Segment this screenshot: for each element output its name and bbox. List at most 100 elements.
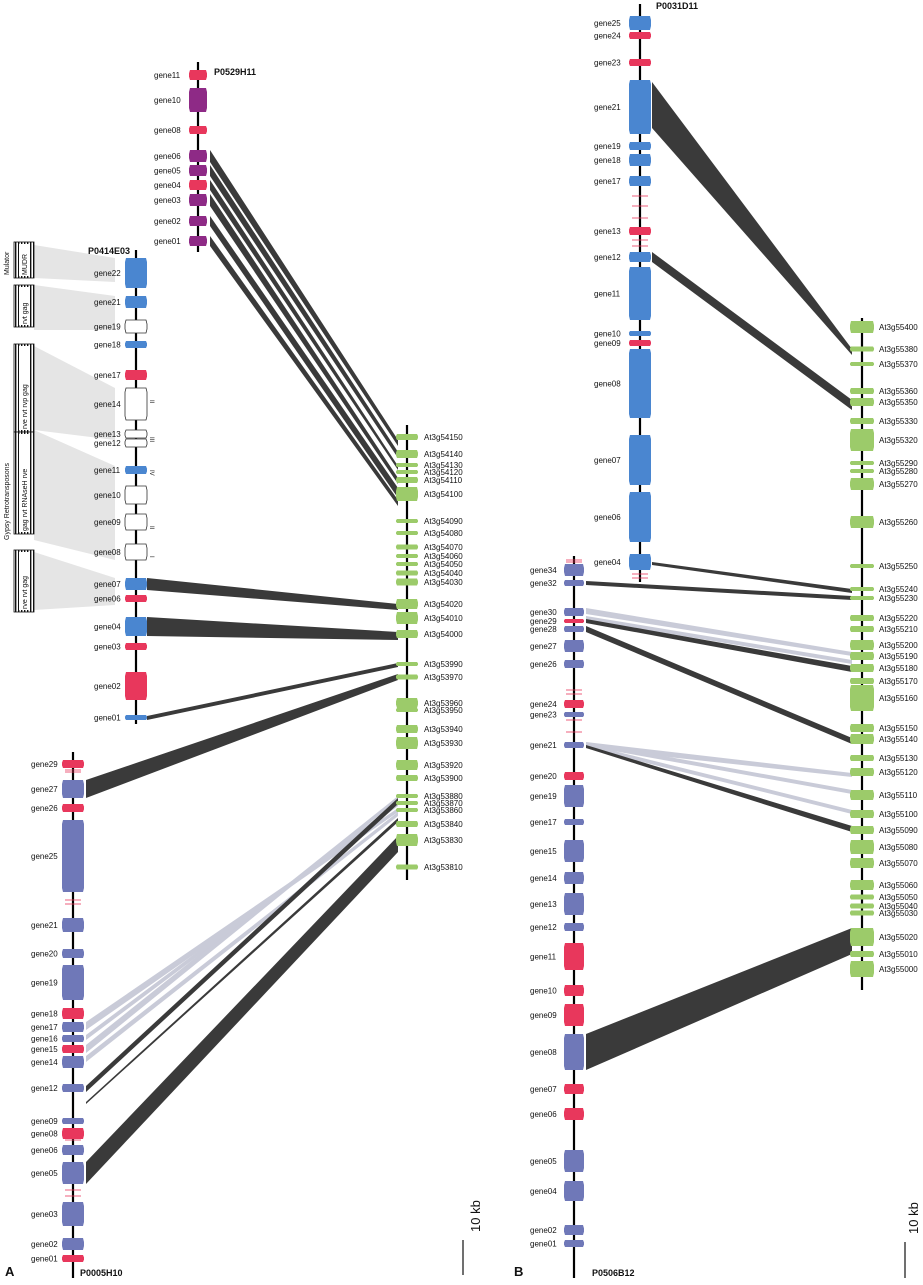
arabidopsis-label: At3g55130 bbox=[879, 754, 918, 763]
te-box-label: rve rvt rvp gag bbox=[22, 384, 29, 429]
gene-label: gene11 bbox=[154, 71, 181, 80]
synteny-link bbox=[652, 252, 852, 410]
gene-box bbox=[125, 578, 147, 590]
arabidopsis-label: At3g55330 bbox=[879, 417, 918, 426]
arabidopsis-gene bbox=[396, 662, 418, 666]
gene-box bbox=[564, 1034, 584, 1070]
gene-box bbox=[125, 672, 147, 700]
synteny-link bbox=[586, 928, 852, 1070]
arabidopsis-gene bbox=[850, 564, 874, 568]
arabidopsis-label: At3g53930 bbox=[424, 739, 463, 748]
gene-label: gene13 bbox=[94, 430, 121, 439]
bac-name-p0529h11: P0529H11 bbox=[214, 67, 256, 77]
gene-label: gene26 bbox=[31, 804, 58, 813]
arabidopsis-gene bbox=[850, 626, 874, 632]
gene-label: gene09 bbox=[94, 518, 121, 527]
synteny-link bbox=[147, 578, 398, 610]
arabidopsis-label: At3g55000 bbox=[879, 965, 918, 974]
gene-box bbox=[564, 1181, 584, 1201]
arabidopsis-gene bbox=[850, 398, 874, 406]
arabidopsis-label: At3g55040 bbox=[879, 902, 918, 911]
arabidopsis-gene bbox=[396, 760, 418, 770]
gene-box bbox=[124, 429, 148, 439]
arabidopsis-gene bbox=[850, 858, 874, 868]
gene-label: gene15 bbox=[31, 1045, 58, 1054]
gene-box bbox=[62, 1022, 84, 1032]
arabidopsis-label: At3g53840 bbox=[424, 820, 463, 829]
gene-label: gene08 bbox=[530, 1048, 557, 1057]
gene-box bbox=[125, 258, 147, 288]
gene-label: gene24 bbox=[530, 700, 557, 709]
gene-label: gene02 bbox=[94, 682, 121, 691]
gene-box bbox=[189, 216, 207, 226]
arabidopsis-gene bbox=[396, 821, 418, 827]
gene-box bbox=[629, 252, 651, 262]
arabidopsis-gene bbox=[850, 362, 874, 366]
synteny-link bbox=[86, 812, 398, 1062]
arabidopsis-label: At3g53880 bbox=[424, 792, 463, 801]
roman-mark: II bbox=[148, 526, 154, 530]
synteny-link bbox=[586, 626, 852, 744]
synteny-link bbox=[210, 180, 398, 470]
gene-box bbox=[125, 466, 147, 474]
synteny-link bbox=[86, 674, 398, 798]
gene-box bbox=[62, 1118, 84, 1124]
arabidopsis-label: At3g55270 bbox=[879, 480, 918, 489]
synteny-link bbox=[86, 798, 398, 1092]
synteny-link bbox=[586, 608, 852, 656]
panel-letter-a: A bbox=[5, 1264, 15, 1279]
gene-box bbox=[125, 296, 147, 308]
gene-box bbox=[62, 965, 84, 1000]
synteny-link bbox=[586, 742, 852, 794]
arabidopsis-gene bbox=[850, 640, 874, 650]
gene-box bbox=[124, 513, 148, 531]
gene-box bbox=[629, 80, 651, 134]
arabidopsis-gene bbox=[850, 478, 874, 490]
gene-label: gene11 bbox=[94, 466, 121, 475]
gene-label: gene10 bbox=[594, 330, 621, 339]
te-shadow bbox=[34, 346, 115, 440]
arabidopsis-gene bbox=[850, 596, 874, 600]
arabidopsis-label: At3g54060 bbox=[424, 552, 463, 561]
arabidopsis-gene bbox=[850, 951, 874, 957]
synteny-link bbox=[586, 744, 852, 814]
gene-label: gene24 bbox=[594, 32, 621, 41]
arabidopsis-label: At3g54150 bbox=[424, 433, 463, 442]
gene-label: gene14 bbox=[94, 400, 121, 409]
arabidopsis-label: At3g53950 bbox=[424, 706, 463, 715]
gene-label: gene23 bbox=[530, 711, 557, 720]
gene-label: gene06 bbox=[94, 595, 121, 604]
roman-mark: III bbox=[148, 437, 154, 442]
arabidopsis-gene bbox=[850, 388, 874, 394]
gene-label: gene08 bbox=[594, 380, 621, 389]
arabidopsis-label: At3g54110 bbox=[424, 476, 463, 485]
arabidopsis-gene bbox=[850, 880, 874, 890]
arabidopsis-label: At3g53870 bbox=[424, 799, 463, 808]
gene-label: gene27 bbox=[530, 642, 557, 651]
gene-label: gene06 bbox=[154, 152, 181, 161]
arabidopsis-gene bbox=[396, 544, 418, 550]
gene-label: gene21 bbox=[594, 103, 621, 112]
gene-label: gene12 bbox=[94, 439, 121, 448]
synteny-link bbox=[652, 82, 852, 355]
arabidopsis-label: At3g54090 bbox=[424, 517, 463, 526]
arabidopsis-label: At3g55250 bbox=[879, 562, 918, 571]
gene-box bbox=[124, 387, 148, 421]
gene-label: gene19 bbox=[530, 792, 557, 801]
gene-label: gene14 bbox=[530, 874, 557, 883]
gene-label: gene23 bbox=[594, 59, 621, 68]
arabidopsis-gene bbox=[396, 487, 418, 501]
gene-box bbox=[564, 943, 584, 970]
arabidopsis-gene bbox=[396, 531, 418, 535]
arabidopsis-label: At3g53860 bbox=[424, 806, 463, 815]
bac-name-p0414e03: P0414E03 bbox=[88, 246, 130, 256]
te-box-label: gag rvt RNAseH rve bbox=[22, 469, 29, 531]
synteny-link bbox=[586, 581, 852, 600]
gene-box bbox=[62, 1128, 84, 1139]
arabidopsis-gene bbox=[850, 664, 874, 672]
gene-box bbox=[629, 435, 651, 485]
arabidopsis-label: At3g55290 bbox=[879, 459, 918, 468]
gene-box bbox=[124, 319, 148, 334]
arabidopsis-gene bbox=[850, 587, 874, 591]
